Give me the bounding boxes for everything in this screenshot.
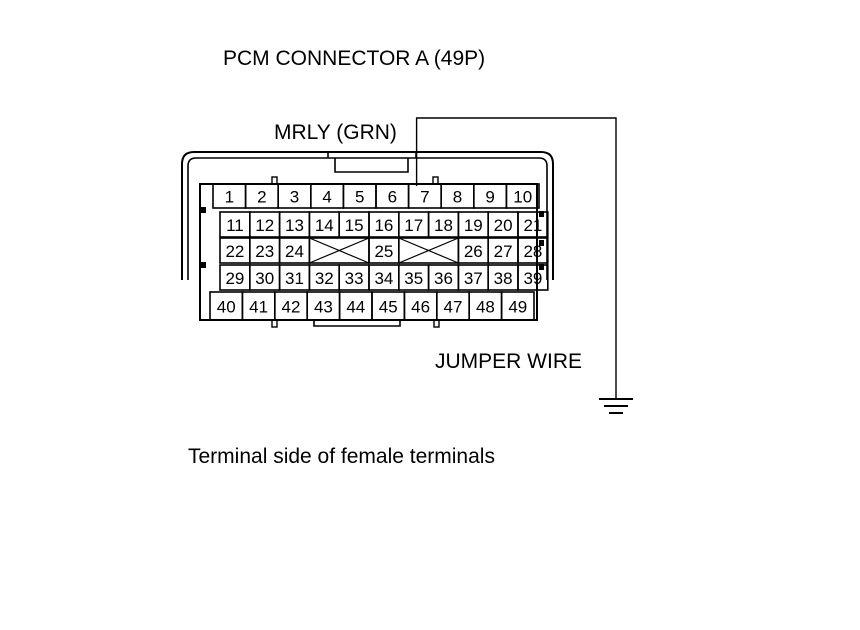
terminal-number: 30	[255, 269, 274, 288]
wire-label: MRLY (GRN)	[274, 121, 397, 144]
housing-bottom-key	[313, 320, 401, 327]
terminal-number: 6	[388, 188, 397, 207]
terminal-number: 41	[249, 298, 268, 317]
terminal-number: 42	[282, 298, 301, 317]
terminal-number: 14	[315, 216, 334, 235]
terminal-cell-outline	[505, 183, 540, 209]
terminal-cell-outline	[500, 291, 535, 321]
terminal-number: 35	[404, 269, 423, 288]
terminal-number: 19	[464, 216, 483, 235]
terminal-number: 23	[255, 242, 274, 261]
terminal-number: 28	[523, 242, 542, 261]
housing-lock-dot	[539, 240, 544, 246]
jumper-wire	[415, 117, 617, 398]
housing-lock-dot	[539, 264, 544, 270]
blank-cavity-cross	[398, 237, 459, 264]
terminal-number: 40	[217, 298, 236, 317]
caption: Terminal side of female terminals	[188, 445, 495, 468]
terminal-number: 49	[508, 298, 527, 317]
terminal-number: 32	[315, 269, 334, 288]
terminal-number: 24	[285, 242, 304, 261]
terminal-number: 26	[464, 242, 483, 261]
terminal-number: 7	[420, 188, 429, 207]
terminal-number: 22	[225, 242, 244, 261]
terminal-number: 16	[374, 216, 393, 235]
jumper-wire-line	[415, 117, 617, 398]
terminal-number: 12	[255, 216, 274, 235]
terminal-number: 17	[404, 216, 423, 235]
terminal-number: 21	[523, 216, 542, 235]
terminal-number: 37	[464, 269, 483, 288]
terminal-number: 3	[290, 188, 299, 207]
terminal-number: 43	[314, 298, 333, 317]
terminal-number: 48	[476, 298, 495, 317]
terminal-number: 5	[355, 188, 364, 207]
terminal-number: 27	[494, 242, 513, 261]
terminal-number: 33	[345, 269, 364, 288]
terminal-number: 18	[434, 216, 453, 235]
terminal-number: 2	[257, 188, 266, 207]
terminal-number: 31	[285, 269, 304, 288]
terminal-cell-outline	[517, 211, 549, 238]
terminal-number: 25	[374, 242, 393, 261]
terminal-number: 47	[444, 298, 463, 317]
housing-tab-right	[432, 176, 439, 185]
connector-housing	[181, 151, 554, 328]
terminal-number: 34	[374, 269, 393, 288]
terminal-number: 44	[346, 298, 365, 317]
terminal-number: 36	[434, 269, 453, 288]
housing-lock-dot	[201, 262, 206, 268]
terminal-number: 20	[494, 216, 513, 235]
blank-cavity-cross	[309, 237, 370, 264]
terminal-cell-outline	[517, 237, 549, 264]
terminal-number: 11	[226, 216, 244, 235]
terminal-number: 29	[225, 269, 244, 288]
terminal-number: 38	[494, 269, 513, 288]
terminal-number: 10	[513, 188, 532, 207]
terminal-number: 8	[453, 188, 462, 207]
terminal-number: 15	[345, 216, 364, 235]
terminal-number: 9	[485, 188, 494, 207]
connector-title: PCM CONNECTOR A (49P)	[223, 47, 486, 70]
housing-bottom-tab-right	[433, 319, 440, 328]
housing-lock-dot	[201, 207, 206, 213]
terminal-cell-outline	[517, 264, 549, 291]
housing-tab-left	[271, 176, 278, 185]
jumper-wire-label: JUMPER WIRE	[435, 350, 582, 373]
terminal-number: 39	[523, 269, 542, 288]
terminal-number: 1	[225, 188, 234, 207]
housing-top-latch	[327, 151, 417, 173]
ground-symbol-icon	[599, 398, 633, 414]
housing-bottom-tab-left	[271, 319, 278, 328]
terminal-number: 4	[322, 188, 331, 207]
terminal-number: 13	[285, 216, 304, 235]
terminal-number: 45	[379, 298, 398, 317]
terminal-number: 46	[411, 298, 430, 317]
housing-lock-dot	[539, 211, 544, 217]
housing-inner-shell	[187, 157, 548, 280]
